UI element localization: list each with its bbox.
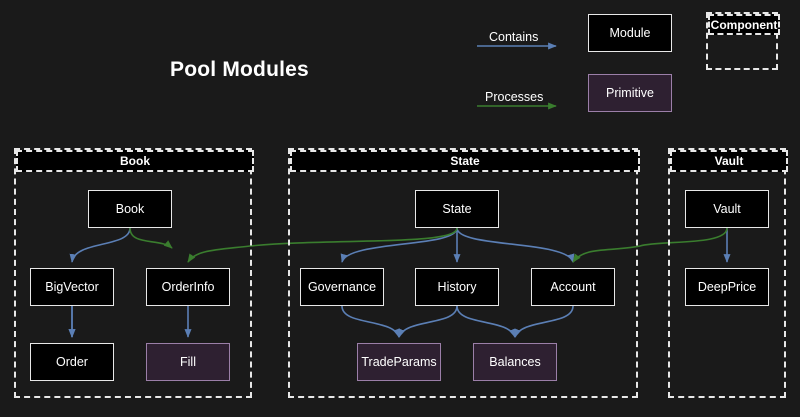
node-label-bigvector: BigVector	[45, 280, 99, 294]
node-label-fill: Fill	[180, 355, 196, 369]
node-label-governance: Governance	[307, 280, 377, 294]
legend-component-header: Component	[708, 14, 780, 35]
node-deepprice[interactable]: DeepPrice	[685, 268, 769, 306]
legend-component-label: Component	[710, 17, 778, 32]
node-history[interactable]: History	[415, 268, 499, 306]
node-balances[interactable]: Balances	[473, 343, 557, 381]
node-label-state: State	[442, 202, 472, 216]
node-governance[interactable]: Governance	[300, 268, 384, 306]
node-label-order: Order	[56, 355, 88, 369]
legend-label-module-sample: Module	[609, 26, 651, 40]
cluster-label-state: State	[450, 154, 480, 168]
node-tradeparams[interactable]: TradeParams	[357, 343, 441, 381]
node-label-deepprice: DeepPrice	[697, 280, 757, 294]
node-account[interactable]: Account	[531, 268, 615, 306]
cluster-label-book: Book	[120, 154, 150, 168]
node-state[interactable]: State	[415, 190, 499, 228]
legend-primitive-sample: Primitive	[588, 74, 672, 112]
node-label-balances: Balances	[489, 355, 541, 369]
legend-module-sample: Module	[588, 14, 672, 52]
cluster-vault: Vault	[668, 148, 788, 398]
cluster-state: State	[288, 148, 640, 398]
node-label-book: Book	[115, 202, 145, 216]
node-label-vault: Vault	[713, 202, 741, 216]
cluster-book: Book	[14, 148, 254, 398]
node-bigvector[interactable]: BigVector	[30, 268, 114, 306]
legend-label-primitive-sample: Primitive	[606, 86, 654, 100]
cluster-header-book: Book	[16, 150, 254, 172]
legend-label-contains-arrow: Contains	[489, 30, 539, 44]
cluster-header-vault: Vault	[670, 150, 788, 172]
cluster-header-state: State	[290, 150, 640, 172]
node-label-history: History	[437, 280, 477, 294]
node-fill[interactable]: Fill	[146, 343, 230, 381]
node-label-tradeparams: TradeParams	[361, 355, 437, 369]
legend-label-processes-arrow: Processes	[485, 90, 544, 104]
node-label-account: Account	[550, 280, 596, 294]
node-book[interactable]: Book	[88, 190, 172, 228]
node-orderinfo[interactable]: OrderInfo	[146, 268, 230, 306]
legend-component-cluster: Component	[706, 12, 780, 70]
node-label-orderinfo: OrderInfo	[161, 280, 215, 294]
node-vault[interactable]: Vault	[685, 190, 769, 228]
cluster-label-vault: Vault	[714, 154, 744, 168]
node-order[interactable]: Order	[30, 343, 114, 381]
page-title: Pool Modules	[170, 58, 309, 81]
